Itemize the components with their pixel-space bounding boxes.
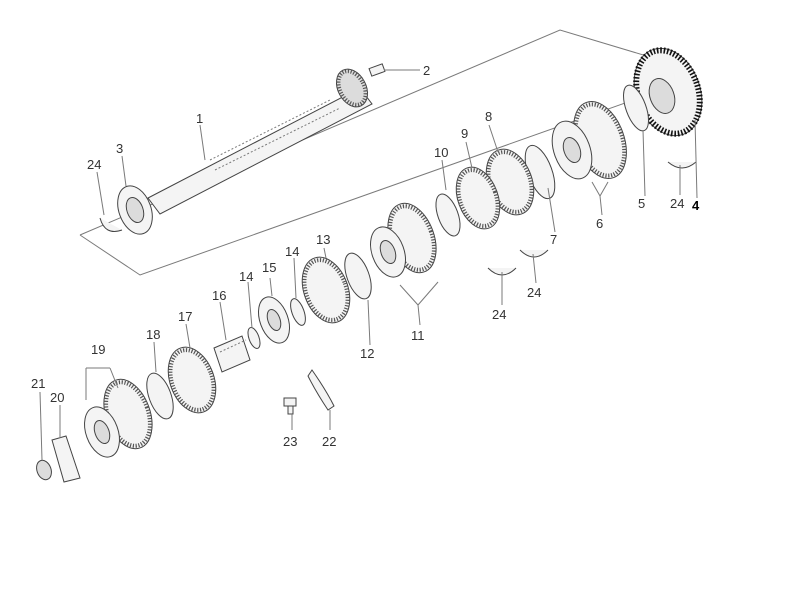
callout-7: 7 xyxy=(550,232,557,247)
part-10-ring xyxy=(435,193,461,237)
callout-4: 4 xyxy=(692,198,700,213)
callout-24b: 24 xyxy=(670,196,684,211)
callout-16: 16 xyxy=(212,288,226,303)
callout-15: 15 xyxy=(262,260,276,275)
callout-1: 1 xyxy=(196,111,203,126)
callout-14a: 14 xyxy=(285,244,299,259)
callout-5: 5 xyxy=(638,196,645,211)
part-2-pin xyxy=(368,63,386,77)
part-14-washer-a xyxy=(290,298,306,326)
part-5-ring xyxy=(623,84,649,132)
part-14-washer-b xyxy=(247,327,261,349)
part-11-synchro-assembly xyxy=(370,202,437,278)
part-16-needle-bearing xyxy=(213,335,251,373)
callout-19: 19 xyxy=(91,342,105,357)
part-4-gear xyxy=(633,47,703,137)
group-frame-lower xyxy=(79,79,691,276)
callout-12: 12 xyxy=(360,346,374,361)
part-13-gear xyxy=(301,256,351,324)
callout-20: 20 xyxy=(50,390,64,405)
part-20-plate xyxy=(51,435,81,483)
part-22-clip xyxy=(307,369,335,411)
callout-24c: 24 xyxy=(527,285,541,300)
callout-24d: 24 xyxy=(492,307,506,322)
part-19-synchro-assembly xyxy=(84,378,153,458)
part-15-bearing xyxy=(257,296,291,344)
callout-3: 3 xyxy=(116,141,123,156)
callout-24a: 24 xyxy=(87,157,101,172)
callout-8: 8 xyxy=(485,109,492,124)
callout-13: 13 xyxy=(316,232,330,247)
callout-9: 9 xyxy=(461,126,468,141)
part-23-bolt xyxy=(283,397,297,415)
part-3-bearing xyxy=(117,185,153,235)
callout-18: 18 xyxy=(146,327,160,342)
callout-14b: 14 xyxy=(239,269,253,284)
callout-11: 11 xyxy=(411,328,425,343)
callout-23: 23 xyxy=(283,434,297,449)
part-18-synchro-ring xyxy=(146,372,174,420)
callout-10: 10 xyxy=(434,145,448,160)
part-1-input-shaft xyxy=(147,68,373,215)
part-17-gear xyxy=(167,346,217,414)
callout-6: 6 xyxy=(596,216,603,231)
callout-2: 2 xyxy=(423,63,430,78)
callout-17: 17 xyxy=(178,309,192,324)
part-9-gear xyxy=(455,166,501,230)
part-24-circlip-a xyxy=(99,217,123,232)
part-24-circlip-c xyxy=(519,249,549,258)
part-6-synchro-assembly xyxy=(551,101,627,180)
part-21-nut xyxy=(36,459,52,481)
part-24-circlip-b xyxy=(667,161,697,169)
leader-lines xyxy=(39,69,698,461)
part-12-synchro-ring xyxy=(344,252,372,300)
callout-21: 21 xyxy=(31,376,45,391)
callout-22: 22 xyxy=(322,434,336,449)
